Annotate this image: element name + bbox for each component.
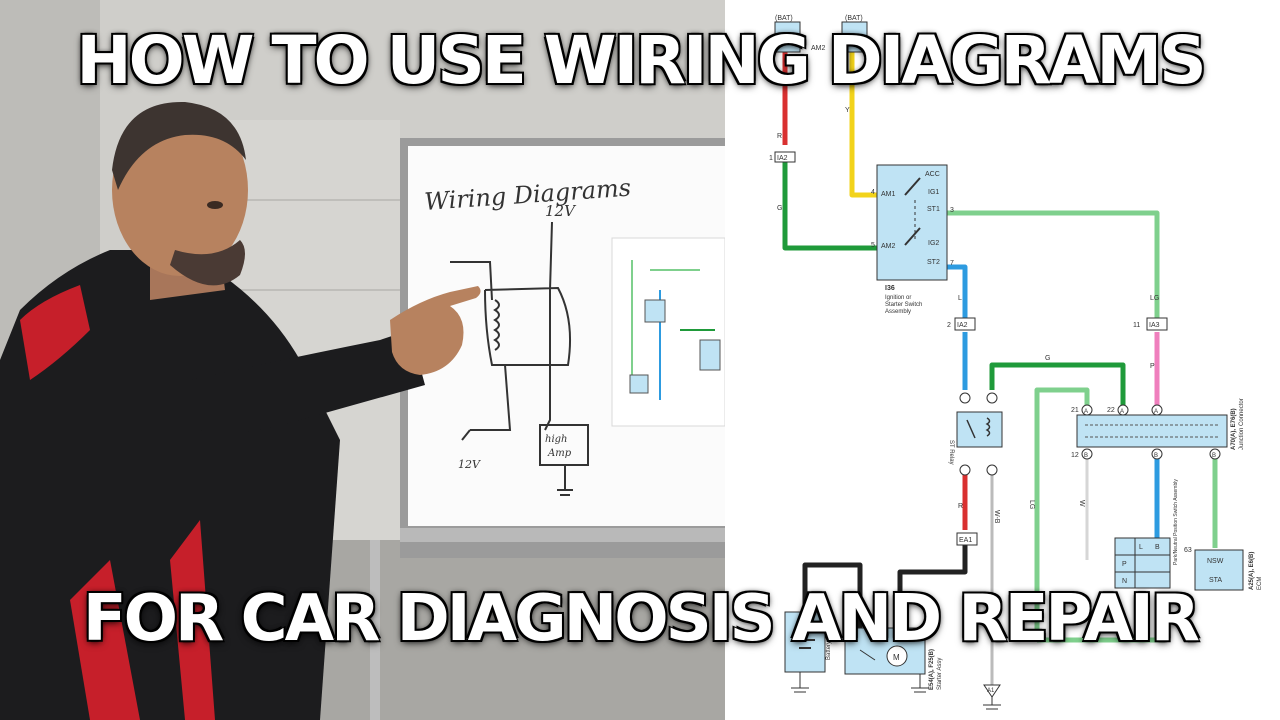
- pin-3-label: 3: [950, 207, 954, 214]
- wire-lg-label: LG: [1150, 295, 1159, 302]
- wire-green-am2: [782, 162, 877, 251]
- connector-ia2-mid: [954, 317, 976, 331]
- wire-g-label-2: G: [1045, 355, 1050, 362]
- photo-scene: Wiring Diagrams 12V high Amp 12V: [0, 0, 725, 720]
- ign-st2-label: ST2: [927, 259, 940, 266]
- jc-a-label-1: A: [1084, 409, 1088, 415]
- wire-black-starter: [897, 545, 968, 640]
- ecm-name-label: ECM: [1257, 577, 1263, 590]
- ecm: NSW STA 63 A25(A), E6(B) ECM: [1184, 547, 1263, 591]
- printed-diagram-sheet: [611, 237, 725, 427]
- jc-a-label-2: A: [1120, 409, 1124, 415]
- st-relay-label: ST Relay: [948, 440, 954, 465]
- whiteboard-stand: [370, 540, 380, 720]
- ign-name-1: Ignition or: [885, 295, 911, 301]
- pin-11-label: 11: [1133, 322, 1140, 329]
- wire-p-label: P: [1150, 363, 1155, 370]
- pin-2-label: 2: [947, 322, 951, 329]
- pin-1-label: 1: [769, 155, 773, 162]
- wire-black-battery: [802, 562, 863, 640]
- jc-b-label-3: B: [1212, 453, 1216, 459]
- pnp-b-label: B: [1155, 544, 1160, 551]
- instructor: [0, 101, 481, 720]
- connector-ea1: [956, 532, 978, 546]
- wire-r-label: R: [777, 133, 782, 140]
- instructor-photo: Wiring Diagrams 12V high Amp 12V: [0, 0, 725, 720]
- wire-green-relay: [989, 362, 1126, 405]
- ign-name-3: Assembly: [885, 309, 911, 315]
- wire-g-label: G: [777, 205, 782, 212]
- ign-acc-label: ACC: [925, 171, 940, 178]
- pnp-l-label: L: [1139, 544, 1143, 551]
- title-bottom: FOR CAR DIAGNOSIS AND REPAIR: [82, 582, 1200, 656]
- starter-id-label: E54(A), F25(B): [929, 649, 935, 690]
- ign-am2-label: AM2: [881, 243, 896, 250]
- ground-a1: A1: [983, 684, 1001, 710]
- ignition-switch: AM1 AM2 ACC IG1 ST1 IG2 ST2 4 5 3 7 I36 …: [871, 164, 954, 315]
- junction-connector: A A A B B B 21 22 12 A70(A), E76(B) Junc…: [1071, 398, 1245, 460]
- battery: Battery: [784, 611, 832, 693]
- st-relay: ST Relay: [948, 392, 1003, 476]
- whiteboard-load-label-2: Amp: [547, 448, 572, 459]
- starter-name-label: Starter Assy: [937, 658, 943, 690]
- wire-w-label: W: [1078, 500, 1085, 507]
- bat-label-2: (BAT): [845, 15, 863, 22]
- wiring-diagram-svg: (BAT) (BAT) AM2 IA2 1 R Y G AM1 AM2 ACC …: [769, 15, 1263, 710]
- wire-lightgreen-st1: [947, 210, 1160, 318]
- pnp-n-label: N: [1122, 578, 1127, 585]
- wire-lg-label-2: LG: [1028, 500, 1035, 509]
- ign-id-label: I36: [885, 285, 895, 292]
- pin-4-label: 4: [871, 189, 875, 196]
- ign-am1-label: AM1: [881, 191, 896, 198]
- battery-label: Battery: [826, 641, 832, 660]
- title-top: HOW TO USE WIRING DIAGRAMS: [76, 22, 1206, 99]
- ecm-nsw-label: NSW: [1207, 558, 1224, 565]
- ign-ig2-label: IG2: [928, 240, 939, 247]
- ground-a1-label: A1: [987, 688, 995, 694]
- bat-label-1: (BAT): [775, 15, 793, 22]
- pin-63-label: 63: [1184, 547, 1192, 554]
- wire-r-label-2: R: [958, 503, 963, 510]
- pin-12-label: 12: [1071, 452, 1079, 459]
- whiteboard-voltage-top: 12V: [545, 202, 577, 220]
- wire-wb-label: W-B: [993, 510, 1000, 524]
- ign-name-2: Starter Switch: [885, 302, 922, 308]
- fuse-label: AM2: [811, 45, 826, 52]
- wire-yellow: [849, 30, 877, 198]
- connector-ia3-label: IA3: [1149, 322, 1160, 329]
- connector-ia2-top-label: IA2: [777, 155, 788, 162]
- connector-ia3: [1146, 317, 1168, 331]
- jc-id-label: A70(A), E76(B): [1231, 408, 1237, 450]
- pnp-name-label: Park/Neutral Position Switch Assembly: [1173, 479, 1179, 565]
- pnp-p-label: P: [1122, 561, 1127, 568]
- ecm-sta-label: STA: [1209, 577, 1222, 584]
- connector-ia2-top: [774, 151, 796, 163]
- jc-b-label-2: B: [1154, 453, 1158, 459]
- wire-y-label: Y: [845, 107, 850, 114]
- whiteboard-load-label-1: high: [545, 434, 567, 445]
- jc-a-label-3: A: [1154, 409, 1158, 415]
- wire-lightgreen-left: [1034, 387, 1090, 640]
- ecm-id-label: A25(A), E6(B): [1249, 552, 1255, 590]
- ign-st1-label: ST1: [927, 206, 940, 213]
- jc-b-label-1: B: [1084, 453, 1088, 459]
- starter: M E54(A), F25(B) Starter Assy: [844, 627, 943, 693]
- starter-motor-label: M: [893, 653, 900, 662]
- park-neutral-switch: P N L B Park/Neutral Position Switch Ass…: [1114, 479, 1179, 589]
- wire-l-label: L: [958, 295, 962, 302]
- connector-ia2-mid-label: IA2: [957, 322, 968, 329]
- pin-21-label: 21: [1071, 407, 1079, 414]
- wiring-diagram: (BAT) (BAT) AM2 IA2 1 R Y G AM1 AM2 ACC …: [725, 0, 1280, 720]
- jc-name-label: Junction Connector: [1239, 398, 1245, 450]
- pin-7-label: 7: [950, 260, 954, 267]
- ign-ig1-label: IG1: [928, 189, 939, 196]
- connector-ea1-label: EA1: [959, 537, 972, 544]
- whiteboard-voltage-bottom: 12V: [458, 458, 481, 471]
- pin-22-label: 22: [1107, 407, 1115, 414]
- battery-fuse-block: (BAT) (BAT) AM2: [774, 15, 868, 53]
- wire-blue-st2: [947, 264, 968, 318]
- pin-5-label: 5: [871, 242, 875, 249]
